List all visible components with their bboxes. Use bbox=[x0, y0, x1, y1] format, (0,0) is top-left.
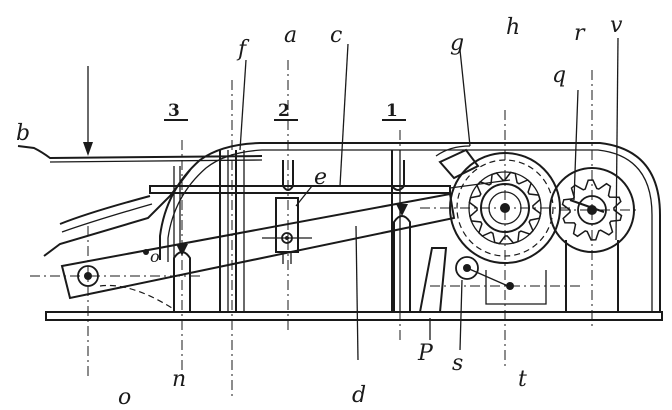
housing-outline bbox=[159, 142, 661, 312]
bracket-p bbox=[419, 247, 448, 313]
label-b: b bbox=[16, 121, 30, 146]
label-p: P bbox=[417, 341, 434, 366]
label-s: s bbox=[452, 351, 463, 376]
feed-tray-lower bbox=[49, 159, 263, 163]
roller-s-arm bbox=[466, 267, 509, 287]
label-r: r bbox=[574, 21, 586, 46]
label-o-small: o bbox=[150, 247, 160, 266]
label-f: f bbox=[236, 37, 250, 62]
link-e-tail bbox=[282, 252, 292, 264]
label-a: a bbox=[284, 23, 297, 48]
lever-dashed-path bbox=[99, 284, 173, 309]
label-c: c bbox=[330, 23, 342, 48]
section-number-3: 3 bbox=[168, 101, 180, 121]
label-v: v bbox=[610, 13, 623, 38]
upper-plate-c bbox=[149, 185, 451, 194]
link-q bbox=[569, 199, 605, 213]
arrow-1 bbox=[396, 204, 408, 216]
lever-end-detail bbox=[69, 289, 109, 299]
tilted-lever-d bbox=[60, 192, 456, 300]
base-plate bbox=[45, 311, 663, 321]
plunger-1-top bbox=[391, 160, 405, 191]
feed-tray bbox=[17, 145, 263, 160]
pedestal-t bbox=[485, 270, 547, 305]
gear-h-teeth bbox=[468, 171, 542, 245]
spring-dot bbox=[143, 249, 149, 255]
feed-arrow-head bbox=[83, 142, 93, 156]
posts bbox=[173, 150, 401, 312]
label-o: o bbox=[118, 385, 131, 410]
label-q: q bbox=[552, 63, 566, 88]
label-n: n bbox=[172, 367, 186, 392]
label-d: d bbox=[352, 383, 366, 408]
link-e bbox=[275, 197, 299, 253]
section-number-2: 2 bbox=[278, 101, 290, 121]
plate-extension bbox=[449, 179, 511, 189]
housing-inner-outline bbox=[167, 149, 653, 312]
segment-g-arc bbox=[435, 145, 471, 157]
section-number-1: 1 bbox=[386, 101, 398, 121]
chute-upper bbox=[59, 195, 151, 225]
label-e: e bbox=[314, 165, 327, 190]
center-lines bbox=[30, 60, 640, 400]
label-h: h bbox=[506, 15, 520, 40]
label-g: g bbox=[450, 31, 464, 56]
chute-upper-inner bbox=[61, 203, 153, 233]
gear-tooth-profile bbox=[468, 171, 542, 245]
leader-lines bbox=[239, 37, 619, 361]
chute-lower bbox=[43, 169, 191, 257]
label-t: t bbox=[518, 367, 527, 392]
segment-g bbox=[438, 148, 480, 180]
